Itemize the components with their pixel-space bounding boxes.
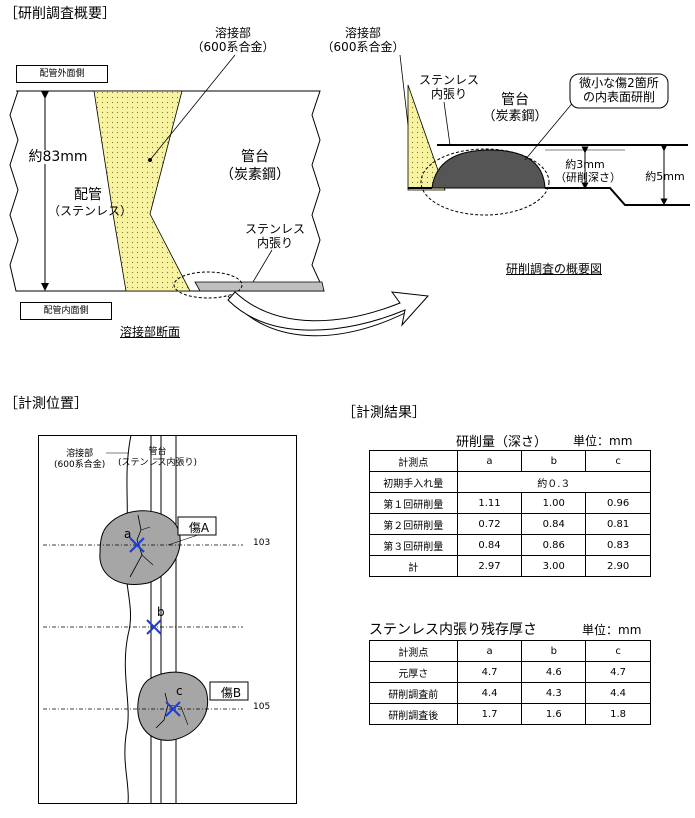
outer-side-label: 配管外面側 xyxy=(16,65,108,83)
point-c-marker xyxy=(165,701,181,717)
callout-label: 微小な傷2箇所の内表面研削 xyxy=(579,76,659,104)
table1-unit: 単位：mm xyxy=(573,434,633,448)
measurement-position-drawing xyxy=(38,435,297,804)
table-row: 初期手入れ量約０.３ xyxy=(369,471,652,493)
point-a-label: a xyxy=(124,527,132,541)
liner-strip xyxy=(194,281,325,292)
liner-label: ステンレス内張り xyxy=(244,222,305,250)
point-b-marker xyxy=(146,619,162,635)
detail-weld-label: 溶接部（600系合金） xyxy=(321,26,405,54)
position-heading: ［計測位置］ xyxy=(4,396,88,412)
line-105-label: 105 xyxy=(253,702,271,712)
thickness-label: 約5mm xyxy=(645,170,685,183)
pipe-label: 配管（ステンレス） xyxy=(48,187,133,218)
point-c-label: c xyxy=(176,684,183,698)
dimension-label: 約83mm xyxy=(28,149,88,165)
point-a-marker xyxy=(129,537,145,553)
point-b-label: b xyxy=(157,605,165,619)
weld-label: 溶接部（600系合金） xyxy=(191,26,275,54)
inner-side-label: 配管内面側 xyxy=(20,302,112,320)
table2-unit: 単位：mm xyxy=(582,623,642,637)
flaw-b-label: 傷B xyxy=(220,686,242,700)
flaw-a-label: 傷A xyxy=(188,521,210,535)
position-nozzle-label: 管台(ステンレス内張り) xyxy=(118,447,198,468)
weld-section-drawing xyxy=(9,54,430,337)
ground-area xyxy=(431,149,546,189)
nozzle-label: 管台（炭素鋼） xyxy=(220,149,290,183)
line-103-label: 103 xyxy=(253,538,271,548)
flaw-b-area xyxy=(137,671,208,741)
position-weld-label: 溶接部(600系合金) xyxy=(54,449,106,470)
table1-title: 研削量（深さ） xyxy=(456,435,548,450)
results-heading: ［計測結果］ xyxy=(342,405,426,421)
detail-liner-label: ステンレス内張り xyxy=(418,73,479,101)
section-caption: 溶接部断面 xyxy=(120,325,181,339)
detail-caption: 研削調査の概要図 xyxy=(506,262,603,276)
overview-heading: ［研削調査概要］ xyxy=(4,6,116,22)
grinding-detail-drawing xyxy=(399,54,690,216)
table2-title: ステンレス内張り残存厚さ xyxy=(369,622,537,638)
weld-region xyxy=(93,90,191,292)
detail-nozzle-label: 管台（炭素鋼） xyxy=(482,92,548,124)
depth-label: 約3mm（研削深さ） xyxy=(555,158,621,184)
